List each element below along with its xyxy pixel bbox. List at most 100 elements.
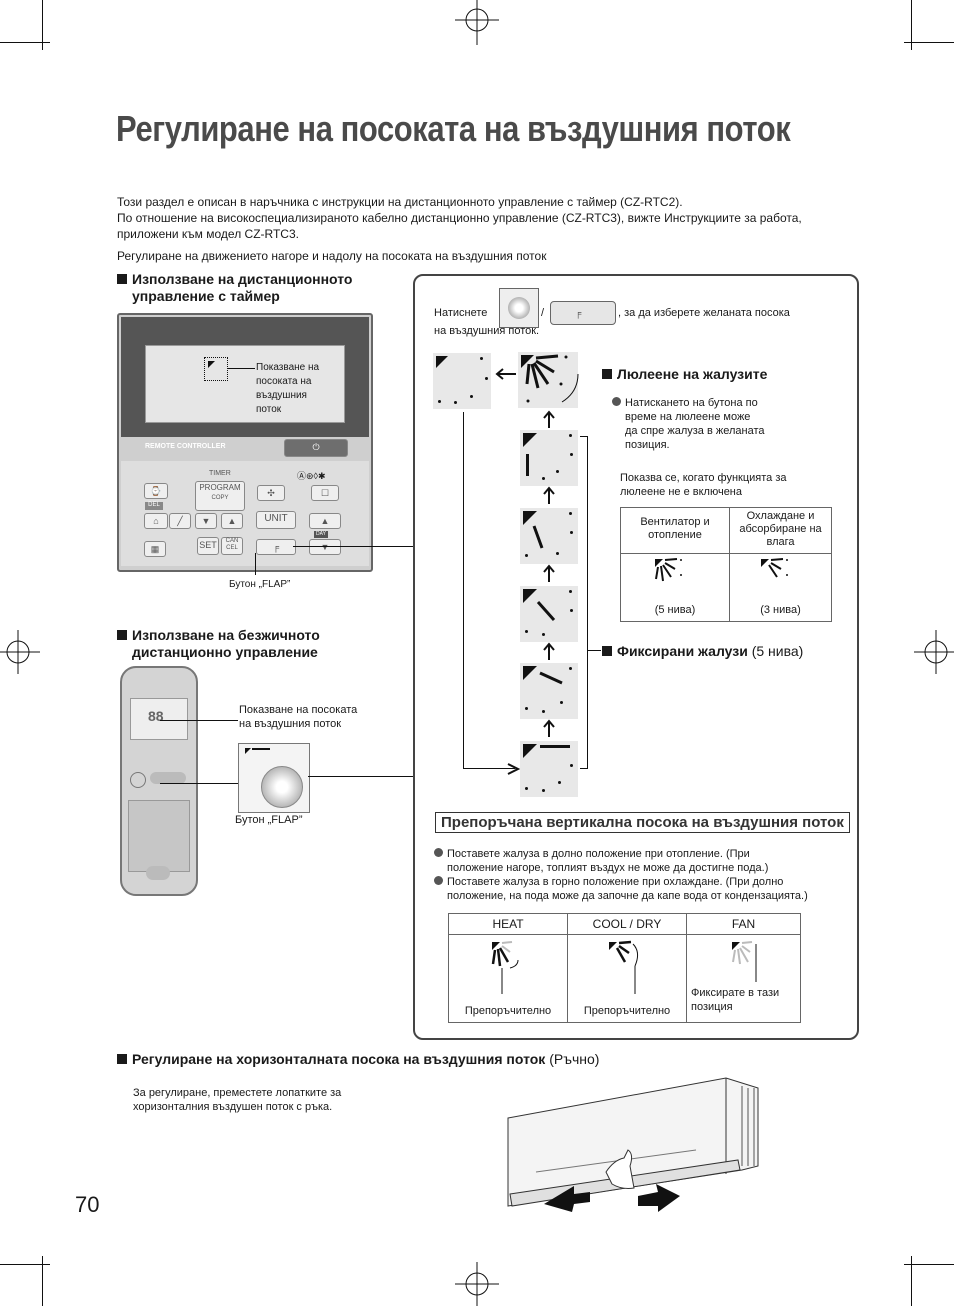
levels-5-cell: (5 нива) [620, 553, 730, 622]
arrow-up-icon [543, 719, 555, 737]
day-label: DAY [314, 531, 328, 538]
intro-line: По отношение на високоспециализираното к… [117, 211, 802, 225]
arrow-up-icon [543, 486, 555, 504]
flap-button[interactable]: ╒ [256, 539, 296, 555]
registration-target-icon [455, 0, 499, 45]
flap-button[interactable] [261, 766, 303, 808]
page-title: Регулиране на посоката на въздушния пото… [116, 108, 791, 149]
flap-position-tile [433, 353, 491, 409]
wireless-lcd [130, 698, 188, 740]
press-instruction-2: , за да изберете желаната посока [618, 307, 790, 319]
levels-3-label: (3 нива) [760, 604, 801, 616]
timer-section-heading: Използване на дистанционното управление … [117, 271, 353, 305]
press-separator: / [541, 307, 545, 319]
set-button[interactable]: SET [197, 537, 219, 555]
timer-display-label: Показване на посоката на въздушния поток [256, 362, 320, 415]
horizontal-text: За регулиране, преместете лопатките за х… [133, 1087, 342, 1113]
ventilation-button[interactable]: ▦ [144, 541, 166, 557]
fixed-flap-tile-1 [520, 430, 578, 486]
heat-flap-icon [491, 941, 519, 994]
intro-line: приложени към модел CZ-RTC3. [117, 227, 299, 241]
check-button[interactable]: ╱ [169, 513, 191, 529]
up-button[interactable]: ▲ [221, 513, 243, 529]
mode-button[interactable] [150, 772, 186, 784]
flap-caption-timer: Бутон „FLAP” [229, 579, 291, 590]
power-button[interactable]: ⏻ [284, 439, 348, 457]
press-instruction: Натиснете [434, 307, 488, 319]
cancel-button[interactable]: CAN CEL [221, 537, 243, 555]
registration-target-icon [914, 630, 954, 674]
arrow-left-icon [495, 368, 516, 380]
clock-button[interactable]: ⌚ [144, 483, 168, 499]
temp-down-button[interactable]: ▼ [309, 539, 341, 555]
swing-flap-tile [518, 352, 579, 408]
fixed-flap-tile-2 [520, 508, 578, 564]
registration-target-icon [455, 1262, 499, 1306]
mode-header-fan: FAN [686, 913, 801, 935]
heat-note: Препоръчително [464, 1005, 552, 1017]
mode-header-cool-dry: COOL / DRY [567, 913, 687, 935]
press-instruction-3: на въздушния поток. [434, 325, 540, 337]
modes-table: HEAT COOL / DRY FAN Препоръчително [448, 913, 801, 1023]
air-conditioner-illustration [507, 1077, 759, 1212]
arrow-left-icon [544, 1186, 590, 1212]
wireless-display-label: Показване на посоката на въздушния поток [239, 704, 358, 730]
arrow-right-icon [507, 763, 520, 775]
swing-note: Натискането на бутона по време на люлеен… [612, 396, 764, 452]
lcd-screen: Показване на посоката на въздушния поток [145, 345, 345, 423]
unit-button[interactable]: UNIT [256, 511, 296, 529]
home-button[interactable]: ⌂ [144, 513, 168, 529]
recommend-bullets: Поставете жалуза в долно положение при о… [434, 847, 849, 903]
subintro: Регулиране на движението нагоре и надолу… [117, 249, 547, 263]
three-level-cool-icon [760, 558, 788, 578]
fixed-flap-tile-3 [520, 586, 578, 642]
timer-remote-controller: Показване на посоката на въздушния поток… [117, 313, 373, 572]
arrow-right-icon [638, 1184, 680, 1212]
fixed-heading: Фиксирани жалузи (5 нива) [602, 643, 803, 660]
wireless-section-heading: Използване на безжичното дистанционно уп… [117, 627, 320, 661]
down-button[interactable]: ▼ [195, 513, 217, 529]
intro-text: Този раздел е описан в наръчника с инстр… [117, 194, 877, 242]
swing-heading: Люлеене на жалузите [602, 366, 767, 383]
flap-caption-wireless: Бутон „FLAP” [235, 814, 303, 826]
set-button[interactable] [146, 866, 170, 880]
lcd-digits: 88 [148, 708, 164, 724]
flap-direction-panel [413, 274, 859, 1040]
fixed-flap-tile-4 [520, 663, 578, 719]
page-number: 70 [75, 1192, 100, 1217]
timer-label: TIMER [209, 470, 231, 477]
brand-label: REMOTE CONTROLLER [145, 443, 226, 450]
timer-flap-button-icon: ╒ [550, 301, 616, 325]
levels-5-label: (5 нива) [654, 604, 696, 616]
mode-button[interactable]: ☐ [311, 485, 339, 501]
levels-3-cell: (3 нива) [729, 553, 832, 622]
recommended-heading: Препоръчана вертикална посока на въздушн… [435, 812, 850, 833]
wireless-flap-closeup [238, 743, 310, 813]
fan-flap-icon [732, 941, 757, 982]
cool-flap-icon [609, 940, 639, 994]
mode-heat-cell: Препоръчително [448, 934, 568, 1023]
arrow-up-icon [543, 410, 555, 428]
mode-icons: Ⓐ⊛◊✱ [297, 471, 326, 481]
arrow-up-icon [543, 564, 555, 582]
intro-line: Този раздел е описан в наръчника с инстр… [117, 195, 683, 209]
flap-button[interactable] [130, 772, 146, 788]
wireless-flap-button-icon [499, 288, 539, 328]
flap-display-indicator [204, 357, 228, 381]
cool-note: Препоръчително [583, 1005, 671, 1017]
temp-up-button[interactable]: ▲ [309, 513, 341, 529]
wireless-button-panel [128, 800, 190, 872]
arrow-up-icon [543, 642, 555, 660]
fixed-flap-tile-5 [520, 741, 578, 797]
mode-cool-cell: Препоръчително [567, 934, 687, 1023]
fan-speed-button[interactable]: ✣ [257, 485, 285, 501]
five-level-fan-icon [655, 558, 682, 582]
swing-off-note: Показва се, когато функцията за люлеене … [620, 472, 787, 498]
wireless-remote: 88 [120, 666, 198, 896]
